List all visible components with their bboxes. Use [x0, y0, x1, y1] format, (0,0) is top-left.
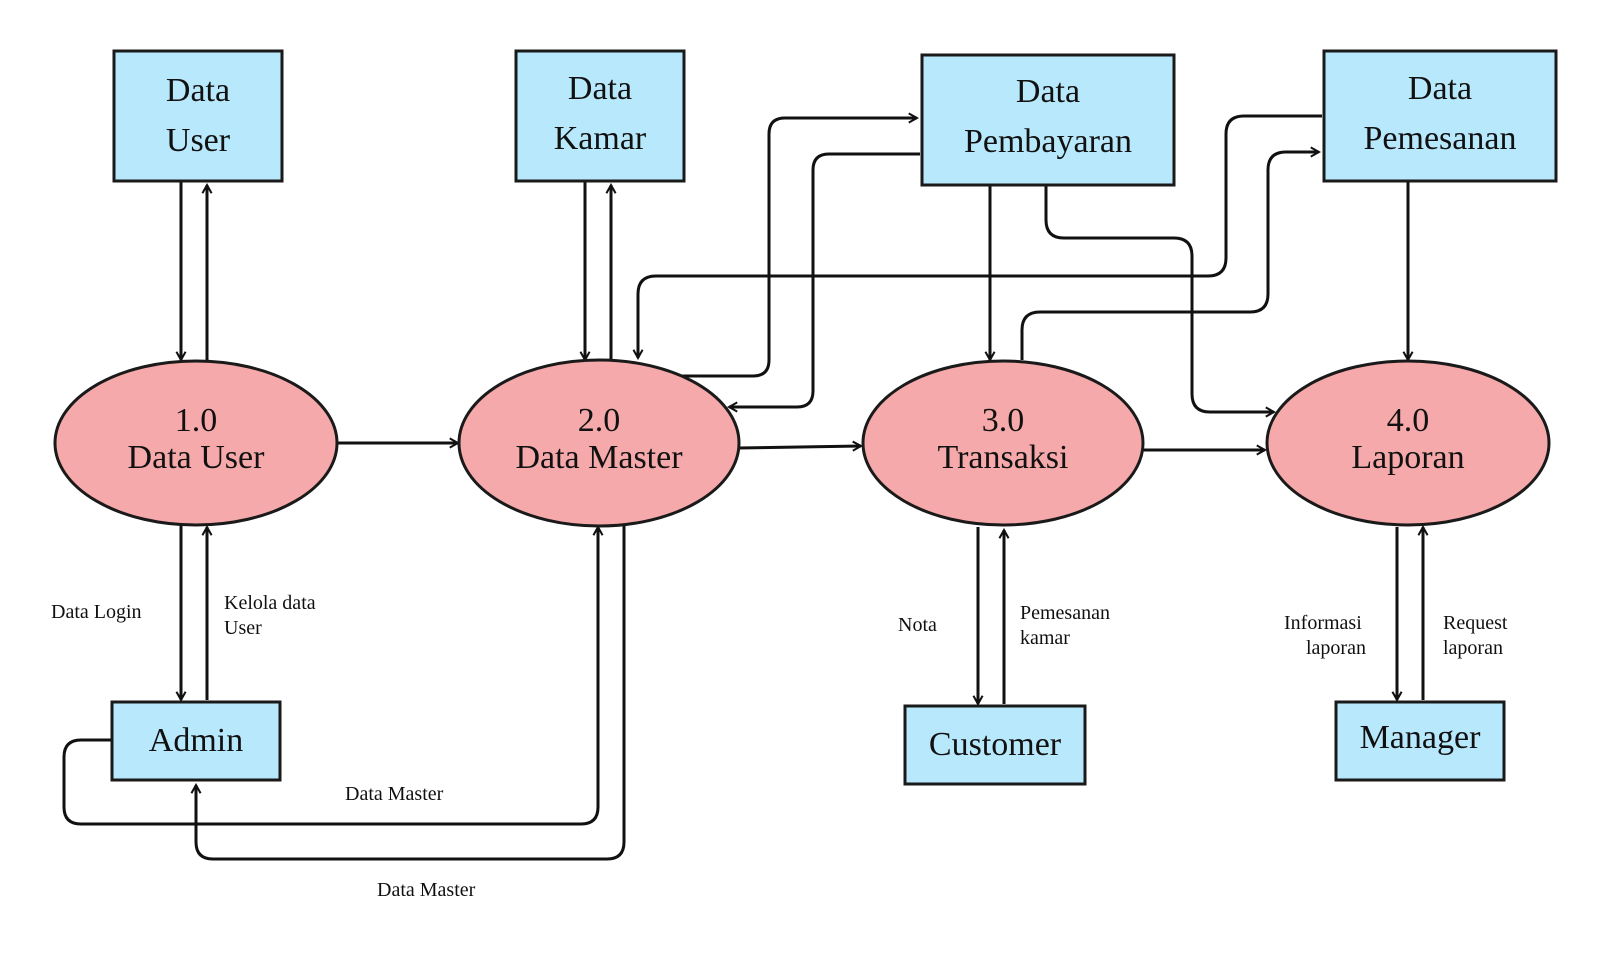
entity-customer: Customer	[903, 704, 1087, 786]
process-4-number: 4.0	[1387, 402, 1430, 439]
store-data-user: Data User	[112, 49, 284, 183]
flow-labels: Data Login Kelola data User Data Master …	[51, 592, 1508, 901]
process-1-data-user: 1.0 Data User	[53, 359, 339, 527]
process-3-number: 3.0	[982, 402, 1025, 439]
label-informasi-laporan-line2: laporan	[1306, 637, 1366, 659]
process-2-number: 2.0	[578, 402, 621, 439]
label-informasi-laporan-line1: Informasi	[1284, 612, 1362, 634]
process-3-name: Transaksi	[938, 439, 1069, 476]
entity-admin: Admin	[110, 700, 282, 782]
entity-manager-label: Manager	[1360, 719, 1482, 756]
label-kelola-data-user-line2: User	[224, 617, 262, 639]
label-pemesanan-kamar-line1: Pemesanan	[1020, 602, 1110, 624]
store-data-user-line1: Data	[166, 72, 230, 109]
process-4-laporan: 4.0 Laporan	[1265, 359, 1551, 527]
flow-p2-to-admin	[196, 525, 626, 861]
flow-datapembayaran-to-p2	[729, 152, 920, 407]
flow-p3-to-datapemesanan	[1020, 152, 1319, 360]
process-1-name: Data User	[128, 439, 266, 476]
store-data-pembayaran-line2: Pembayaran	[964, 123, 1132, 160]
label-nota: Nota	[898, 614, 937, 636]
store-data-user-line2: User	[166, 122, 231, 159]
store-data-pembayaran-line1: Data	[1016, 73, 1080, 110]
label-kelola-data-user-line1: Kelola data	[224, 592, 316, 614]
process-3-transaksi: 3.0 Transaksi	[861, 359, 1145, 527]
label-request-laporan-line1: Request	[1443, 612, 1508, 634]
label-request-laporan-line2: laporan	[1443, 637, 1503, 659]
entity-customer-label: Customer	[929, 726, 1062, 763]
process-1-number: 1.0	[175, 402, 218, 439]
flow-p2-to-p3	[738, 446, 861, 448]
flow-p2-to-datapembayaran	[673, 118, 917, 378]
flow-admin-to-p2	[62, 527, 598, 826]
store-data-pemesanan-line1: Data	[1408, 70, 1472, 107]
label-data-master-1: Data Master	[345, 783, 444, 805]
entity-manager: Manager	[1334, 700, 1506, 782]
store-data-pemesanan: Data Pemesanan	[1322, 49, 1558, 183]
store-data-kamar-line2: Kamar	[554, 120, 647, 157]
entity-admin-label: Admin	[149, 722, 243, 759]
process-2-name: Data Master	[515, 439, 683, 476]
store-data-pemesanan-line2: Pemesanan	[1364, 120, 1517, 157]
label-data-master-2: Data Master	[377, 879, 476, 901]
flow-datapembayaran-to-p4	[1044, 185, 1274, 412]
store-data-pembayaran: Data Pembayaran	[920, 53, 1176, 187]
store-data-kamar-line1: Data	[568, 70, 632, 107]
process-4-name: Laporan	[1351, 439, 1464, 476]
label-pemesanan-kamar-line2: kamar	[1020, 627, 1070, 649]
process-2-data-master: 2.0 Data Master	[457, 358, 741, 528]
store-data-kamar: Data Kamar	[514, 49, 686, 183]
flow-datapemesanan-to-p2	[638, 114, 1322, 358]
flow-lines	[62, 114, 1423, 861]
label-data-login: Data Login	[51, 601, 142, 623]
